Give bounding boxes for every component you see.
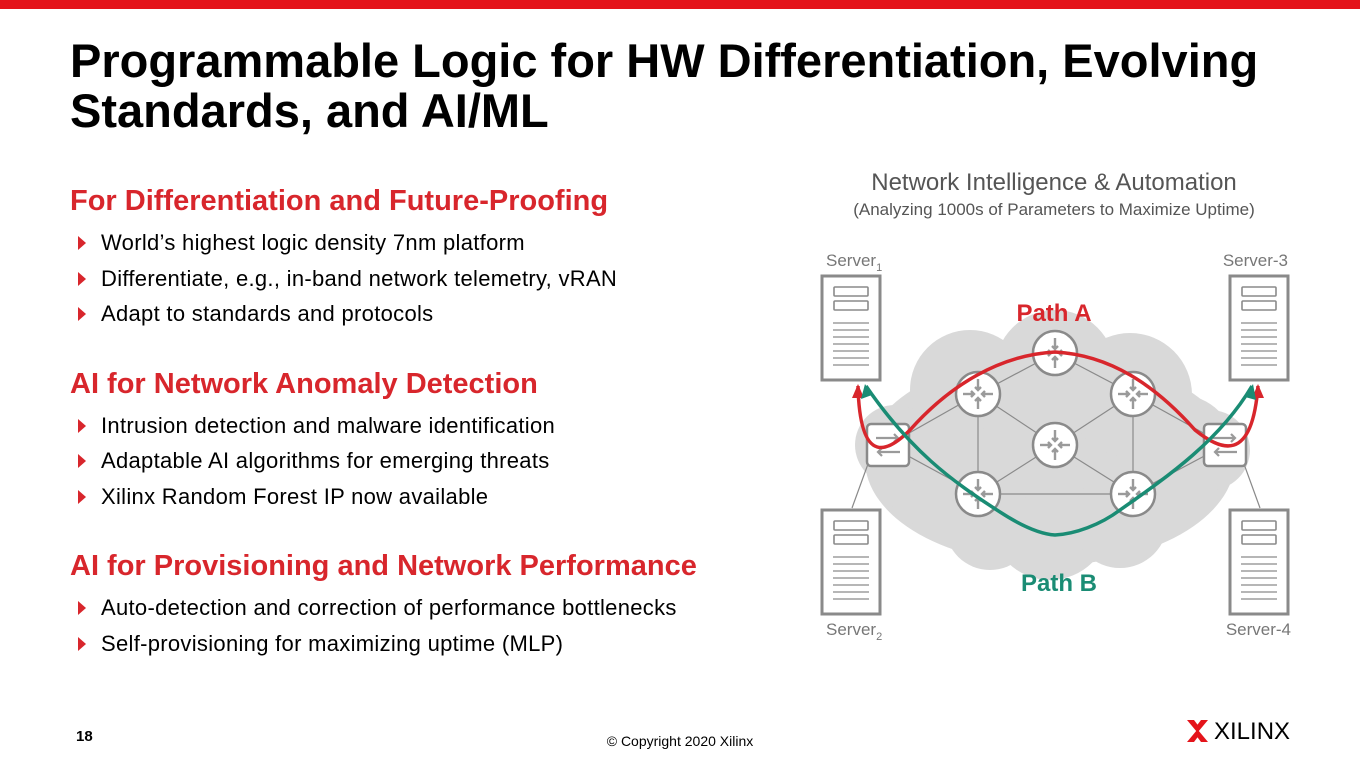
bullet-text: World’s highest logic density 7nm platfo…: [101, 230, 525, 255]
bullet-text: Auto-detection and correction of perform…: [101, 595, 677, 620]
brand-name: XILINX: [1214, 718, 1290, 745]
section-heading: AI for Provisioning and Network Performa…: [70, 550, 697, 582]
server-2-label: Server2: [826, 620, 882, 643]
bullet-item: Differentiate, e.g., in-band network tel…: [70, 261, 770, 297]
path-b-arrowhead-icon: [1245, 384, 1256, 400]
server-icon: [1228, 274, 1290, 382]
bullet-item: Self-provisioning for maximizing uptime …: [70, 626, 770, 662]
path-a-arrowhead-icon: [852, 384, 864, 398]
bullet-text: Intrusion detection and malware identifi…: [101, 412, 556, 438]
router-icon: [1031, 421, 1079, 469]
bullet-triangle-icon: [78, 489, 86, 504]
bullet-item: World’s highest logic density 7nm platfo…: [70, 225, 770, 261]
slide-title: Programmable Logic for HW Differentiatio…: [70, 34, 1259, 137]
bullet-text: Xilinx Random Forest IP now available: [101, 483, 489, 509]
top-accent-bar: [0, 0, 1360, 9]
bullet-text: Adaptable AI algorithms for emerging thr…: [101, 448, 550, 473]
bullet-list: Auto-detection and correction of perform…: [70, 590, 770, 661]
bullet-item: Auto-detection and correction of perform…: [70, 590, 770, 626]
copyright-notice: © Copyright 2020 Xilinx: [606, 733, 754, 749]
bullet-triangle-icon: [78, 271, 86, 286]
network-diagram: Network Intelligence & Automation (Analy…: [800, 160, 1320, 660]
section-heading: AI for Network Anomaly Detection: [70, 367, 538, 400]
router-icon: [1109, 470, 1157, 518]
section-differentiation: For Differentiation and Future-Proofing …: [70, 183, 770, 332]
content-column: For Differentiation and Future-Proofing …: [70, 183, 770, 695]
diagram-subtitle: (Analyzing 1000s of Parameters to Maximi…: [853, 200, 1255, 219]
bullet-item: Adapt to standards and protocols: [70, 296, 770, 332]
path-b-label: Path B: [1021, 570, 1097, 597]
bullet-triangle-icon: [78, 454, 86, 468]
network-diagram-svg: Network Intelligence & Automation (Analy…: [820, 169, 1291, 643]
bullet-text: Self-provisioning for maximizing uptime …: [101, 630, 564, 656]
router-icon: [954, 370, 1002, 418]
server-4-label: Server-4: [1226, 620, 1291, 639]
bullet-triangle-icon: [78, 418, 86, 433]
path-b-arrowhead-icon: [861, 384, 872, 399]
bullet-triangle-icon: [78, 236, 86, 250]
bullet-list: World’s highest logic density 7nm platfo…: [70, 225, 770, 332]
bullet-triangle-icon: [78, 601, 86, 615]
bullet-text: Differentiate, e.g., in-band network tel…: [101, 265, 618, 291]
bullet-text: Adapt to standards and protocols: [101, 301, 434, 326]
section-provisioning: AI for Provisioning and Network Performa…: [70, 548, 770, 661]
path-b-line: [864, 385, 1254, 537]
server-icon: [820, 508, 882, 616]
section-heading: For Differentiation and Future-Proofing: [70, 185, 609, 217]
xilinx-logo-icon: XILINX: [1187, 718, 1290, 745]
path-a-line: [856, 350, 1260, 450]
bullet-triangle-icon: [78, 307, 86, 321]
bullet-item: Intrusion detection and malware identifi…: [70, 408, 770, 444]
xilinx-logo: XILINX: [1186, 716, 1298, 746]
diagram-title: Network Intelligence & Automation: [871, 169, 1237, 196]
bullet-item: Adaptable AI algorithms for emerging thr…: [70, 443, 770, 479]
page-number: 18: [76, 728, 93, 745]
server-icon: [1228, 508, 1290, 616]
server-1-label: Server1: [826, 251, 882, 274]
bullet-list: Intrusion detection and malware identifi…: [70, 408, 770, 515]
bullet-item: Xilinx Random Forest IP now available: [70, 479, 770, 515]
path-a-arrowhead-icon: [1252, 384, 1264, 398]
path-a-label: Path A: [1016, 300, 1091, 327]
server-icon: [820, 274, 882, 382]
bullet-triangle-icon: [78, 636, 86, 651]
section-anomaly-detection: AI for Network Anomaly Detection Intrusi…: [70, 366, 770, 515]
server-3-label: Server-3: [1223, 251, 1288, 270]
